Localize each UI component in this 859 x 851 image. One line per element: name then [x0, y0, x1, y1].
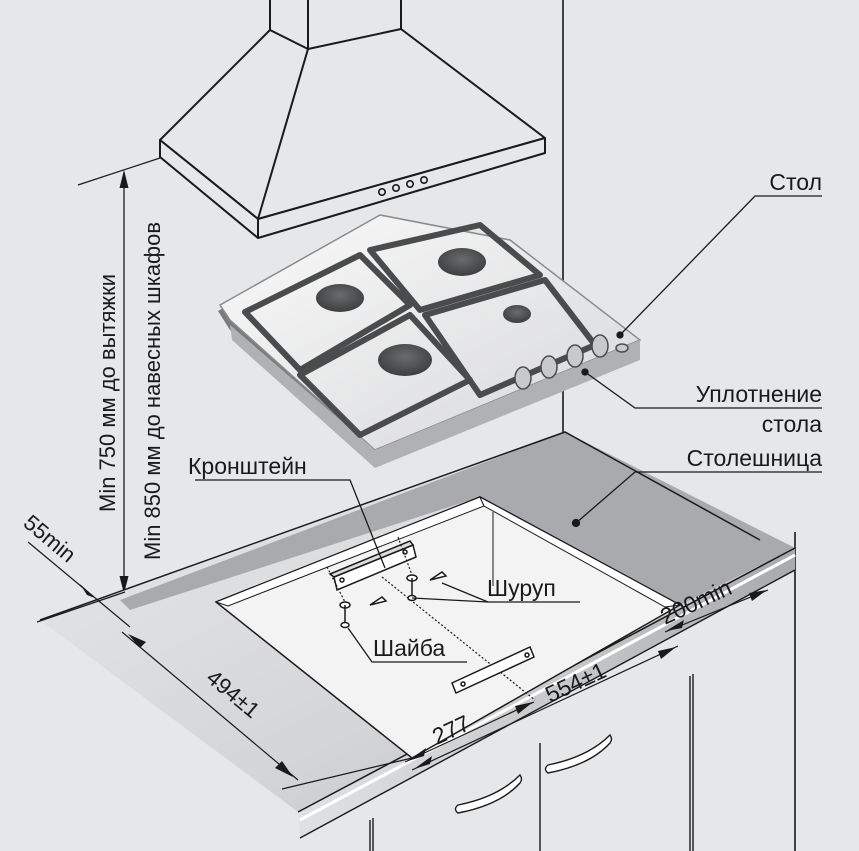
cabinet-clearance-label: Min 850 мм до навесных шкафов [140, 222, 165, 560]
mounting-bracket-assembly [326, 536, 536, 701]
hob-label: Стол [769, 169, 822, 195]
washer-label: Шайба [373, 635, 445, 661]
base-cabinets [369, 674, 694, 851]
control-knobs [514, 334, 629, 390]
burner-icon [316, 248, 531, 376]
cutout-width-dimensions [404, 645, 679, 771]
side-clearance-dimension [664, 589, 769, 633]
screw-icon [369, 571, 448, 606]
hood-control-buttons [377, 176, 428, 197]
cutout-depth-dimension [121, 631, 413, 790]
wall-corner [562, 0, 796, 851]
range-hood [159, 0, 546, 239]
screw-label: Шуруп [487, 575, 556, 601]
front-clearance-value: 55min [19, 510, 81, 568]
hood-clearance-label: Min 750 мм до вытяжки [95, 274, 120, 512]
gas-hob [218, 214, 642, 468]
bracket-label: Кронштейн [188, 453, 307, 479]
seal-label-line1: Уплотнение [696, 381, 822, 407]
cutout-opening [214, 495, 682, 759]
height-clearance-dimension [77, 157, 161, 594]
seal-label-line2: стола [762, 411, 822, 437]
callout-leaders [195, 195, 822, 663]
countertop-label: Столешница [687, 445, 823, 471]
front-clearance-dimension [27, 541, 131, 628]
cabinet-handle-icon [454, 733, 613, 814]
